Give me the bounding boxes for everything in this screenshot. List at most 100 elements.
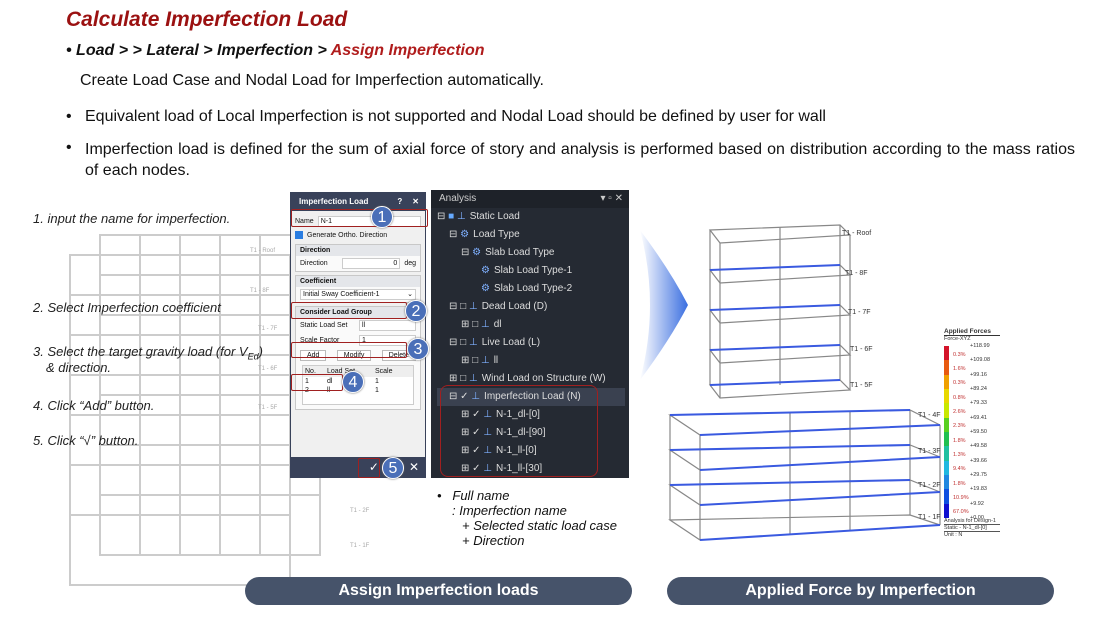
- step-4: 4. Click “Add” button.: [33, 398, 155, 413]
- story-label: T1 - 2F: [350, 508, 370, 514]
- legend-value: +29.75: [970, 472, 987, 478]
- tree-item[interactable]: ⊞ ✓ ⊥N-1_ll-[30]: [461, 463, 543, 474]
- intro-text: Create Load Case and Nodal Load for Impe…: [80, 72, 544, 89]
- legend-percent: 67.0%: [953, 509, 969, 516]
- story-label: T1 - 7F: [848, 309, 871, 316]
- step-3: 3. Select the target gravity load (for V…: [33, 344, 263, 362]
- story-label: T1 - 8F: [250, 288, 270, 294]
- legend-percent: 0.3%: [953, 380, 966, 387]
- legend-percent: 1.6%: [953, 366, 966, 373]
- building-model-applied-forces: [668, 224, 941, 541]
- legend-percent: 0.8%: [953, 394, 966, 401]
- page-title: Calculate Imperfection Load: [66, 8, 348, 31]
- story-label: T1 - 4F: [918, 412, 941, 419]
- step-2: 2. Select Imperfection coefficient: [33, 300, 221, 315]
- tree-item[interactable]: ⊟ □ ⊥Dead Load (D): [449, 301, 548, 312]
- tree-item[interactable]: ⚙Slab Load Type-2: [481, 283, 573, 294]
- legend-color-band: [944, 374, 949, 389]
- legend-value: +109.08: [970, 357, 991, 364]
- menu-path: • Load > > Lateral > Imperfection > Assi…: [66, 42, 485, 59]
- step-3-line2: & direction.: [46, 360, 112, 375]
- legend-value: +89.24: [970, 386, 987, 392]
- callout-5: 5: [382, 457, 404, 479]
- story-label: T1 - 1F: [350, 543, 370, 549]
- callout-4: 4: [342, 371, 364, 393]
- tree-item[interactable]: ⚙Slab Load Type-1: [481, 265, 573, 276]
- legend-value: +39.66: [970, 457, 987, 464]
- tree-item[interactable]: ⊞ ✓ ⊥N-1_dl-[90]: [461, 427, 546, 438]
- story-label: T1 - Roof: [842, 230, 872, 237]
- story-label: T1 - 6F: [850, 346, 873, 353]
- legend-color-band: [944, 432, 949, 447]
- story-label: T1 - 6F: [258, 366, 278, 372]
- story-label: T1 - 7F: [258, 326, 278, 332]
- bullet-2: Imperfection load is defined for the sum…: [85, 141, 1075, 179]
- close-button[interactable]: ✕: [412, 197, 419, 206]
- legend-percent: 1.8%: [953, 480, 966, 487]
- tree-item[interactable]: ⊞ □ ⊥Wind Load on Structure (W): [449, 373, 606, 384]
- static-load-set-select[interactable]: ll: [359, 320, 416, 331]
- arrow-icon: [640, 230, 688, 380]
- cancel-button[interactable]: ✕: [408, 460, 419, 474]
- generate-ortho-checkbox[interactable]: [295, 231, 303, 239]
- story-label: T1 - 1F: [918, 514, 941, 521]
- story-label: T1 - 5F: [850, 382, 873, 389]
- legend-percent: 1.3%: [953, 452, 966, 459]
- callout-1: 1: [371, 206, 393, 228]
- legend-color-band: [944, 417, 949, 432]
- step-5: 5. Click “√” button.: [33, 433, 139, 448]
- legend-color-band: [944, 446, 949, 461]
- story-label: T1 - 3F: [918, 448, 941, 455]
- legend-value: +118.99: [970, 343, 990, 349]
- story-label: T1 - Roof: [250, 248, 276, 254]
- tree-item[interactable]: ⊞ ✓ ⊥N-1_dl-[0]: [461, 409, 540, 420]
- legend-color-band: [944, 360, 949, 375]
- chevron-down-icon: ⌄: [407, 291, 413, 298]
- help-button[interactable]: ?: [397, 197, 403, 206]
- legend-color-band: [944, 489, 949, 504]
- add-button[interactable]: Add: [300, 350, 327, 361]
- legend-percent: 2.3%: [953, 423, 966, 430]
- direction-input[interactable]: 0: [342, 258, 401, 269]
- tree-item[interactable]: ⊞ □ ⊥dl: [461, 319, 502, 330]
- tree-item[interactable]: ⊟ □ ⊥Live Load (L): [449, 337, 541, 348]
- legend-color-band: [944, 389, 949, 404]
- legend-color-band: [944, 503, 949, 518]
- tree-item[interactable]: ⊟ ⚙Slab Load Type: [461, 247, 555, 258]
- tree-item[interactable]: ⊞ ✓ ⊥N-1_ll-[0]: [461, 445, 537, 456]
- tree-item[interactable]: ⊟ ■ ⊥Static Load: [437, 211, 520, 222]
- legend-color-band: [944, 403, 949, 418]
- step-1: 1. input the name for imperfection.: [33, 211, 231, 226]
- panel-controls-icon: ▾ ▫ ✕: [600, 193, 624, 204]
- legend-color-band: [944, 475, 949, 490]
- story-label: T1 - 8F: [845, 270, 868, 277]
- legend-percent: 0.3%: [953, 351, 966, 358]
- legend-percent: 9.4%: [953, 466, 966, 473]
- legend-value: +19.83: [970, 486, 987, 493]
- assign-imperfection-loads-button[interactable]: Assign Imperfection loads: [245, 577, 632, 605]
- analysis-tree-panel: Analysis▾ ▫ ✕ ⊟ ■ ⊥Static Load ⊟ ⚙Load T…: [431, 190, 629, 478]
- applied-force-button[interactable]: Applied Force by Imperfection: [667, 577, 1054, 605]
- modify-button[interactable]: Modify: [336, 350, 372, 361]
- tree-item[interactable]: ⊟ ⚙Load Type: [449, 229, 520, 240]
- applied-forces-legend: Applied Forces Force-XYZ 0.3%1.6%0.3%0.8…: [944, 328, 1000, 538]
- ok-button[interactable]: ✓: [368, 460, 379, 474]
- faint-building-model: [69, 234, 321, 586]
- legend-value: +99.16: [970, 371, 987, 378]
- tree-item-selected[interactable]: ⊟ ✓ ⊥Imperfection Load (N): [437, 388, 625, 406]
- tree-item[interactable]: ⊞ □ ⊥ll: [461, 355, 499, 366]
- legend-value: +9.92: [970, 500, 984, 507]
- legend-value: +59.50: [970, 429, 987, 435]
- legend-value: +49.58: [970, 443, 987, 450]
- dialog-titlebar: Imperfection Load?✕: [291, 193, 425, 211]
- story-label: T1 - 2F: [918, 482, 941, 489]
- legend-percent: 1.8%: [953, 437, 966, 444]
- legend-value: +79.33: [970, 400, 987, 407]
- legend-value: +0.00: [970, 515, 984, 521]
- coefficient-select[interactable]: Initial Sway Coefficient-1⌄: [300, 289, 416, 300]
- legend-color-band: [944, 346, 949, 361]
- story-label: T1 - 5F: [258, 405, 278, 411]
- bullet-1: Equivalent load of Local Imperfection is…: [85, 108, 826, 125]
